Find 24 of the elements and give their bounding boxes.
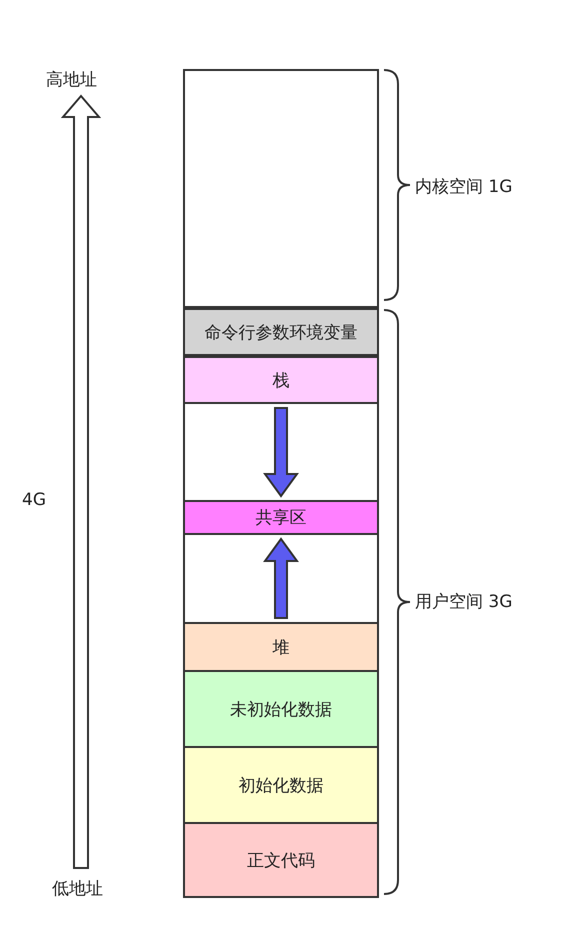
bracket-label: 内核空间 1G <box>415 176 512 198</box>
address-label: 高地址 <box>46 69 97 91</box>
memory-segment <box>183 500 379 535</box>
memory-segment <box>183 402 379 502</box>
segment-label: 栈 <box>272 370 290 392</box>
memory-segment <box>183 746 379 824</box>
memory-segment <box>183 356 379 404</box>
segment-label: 未初始化数据 <box>230 698 332 720</box>
arrow <box>263 407 299 498</box>
memory-segment <box>183 670 379 748</box>
segment-label: 初始化数据 <box>238 774 324 796</box>
segment-label: 命令行参数环境变量 <box>204 322 358 344</box>
memory-segment <box>183 69 379 308</box>
arrow <box>263 537 299 619</box>
memory-segment <box>183 533 379 624</box>
memory-segment <box>183 308 379 356</box>
address-label: 低地址 <box>52 878 103 900</box>
memory-segment <box>183 622 379 672</box>
segment-label: 共享区 <box>256 507 306 529</box>
segment-label: 正文代码 <box>247 850 315 872</box>
bracket-label: 用户空间 3G <box>415 591 512 613</box>
size-label: 4G <box>22 490 46 510</box>
segment-label: 堆 <box>272 636 290 658</box>
memory-segment <box>183 822 379 898</box>
